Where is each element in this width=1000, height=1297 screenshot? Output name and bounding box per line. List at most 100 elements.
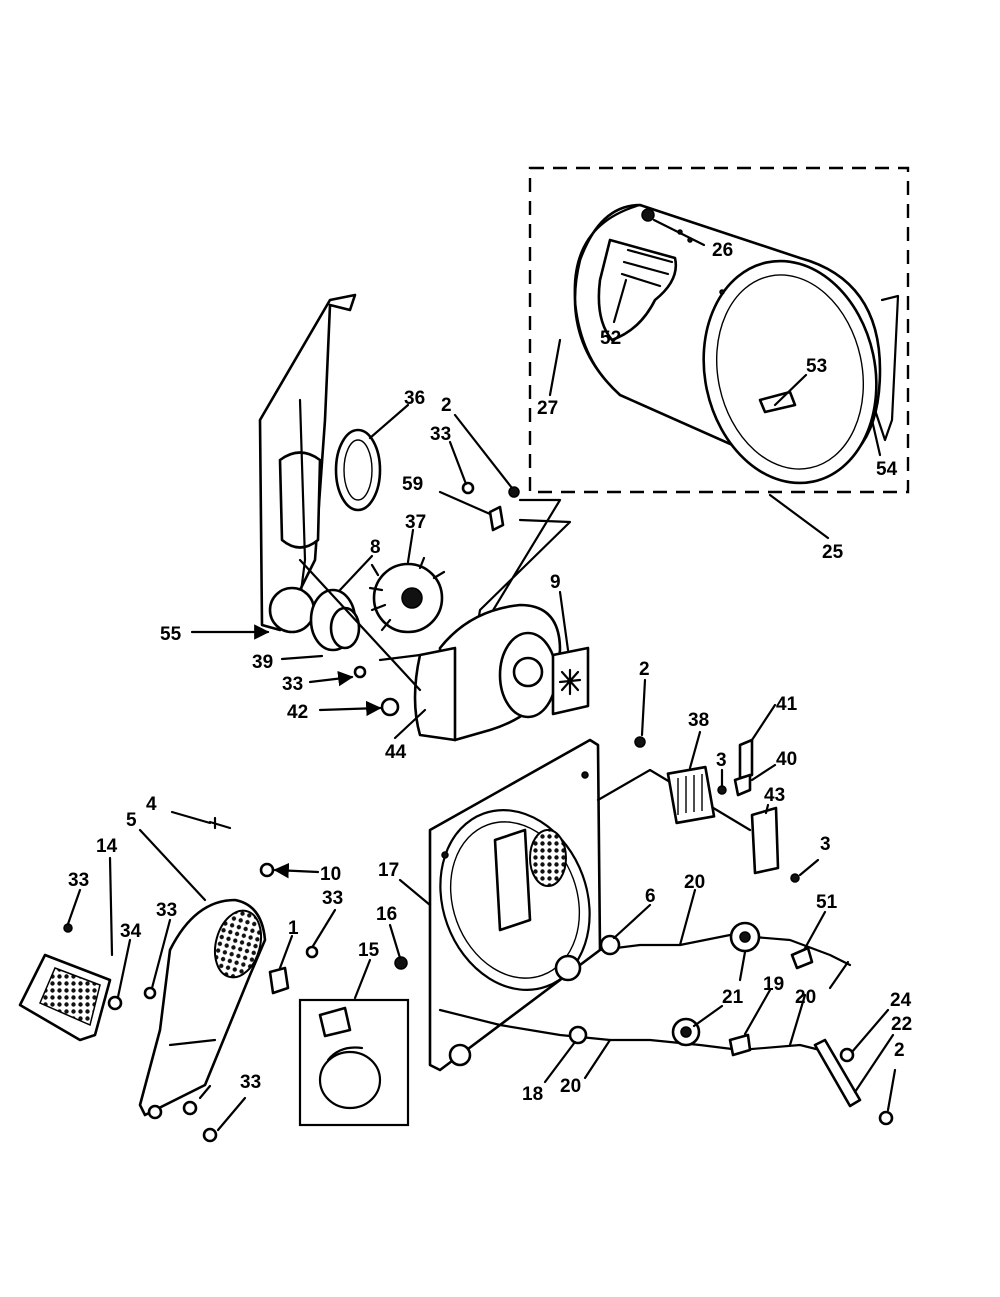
- grille-screw-33-b: [143, 986, 157, 1000]
- callout-8: 8: [370, 537, 381, 558]
- leader-37: [406, 528, 415, 564]
- leader-1: [278, 934, 294, 970]
- nut-10: [259, 862, 275, 878]
- leader-18: [543, 1040, 577, 1084]
- roller-assembly: [438, 921, 894, 1126]
- callout-3-b: 3: [820, 834, 831, 855]
- callout-41: 41: [776, 694, 798, 715]
- pin-16: [394, 956, 408, 970]
- kit-15-coil: [318, 1050, 382, 1110]
- spring-18: [568, 1025, 588, 1045]
- leader-44: [393, 708, 427, 740]
- callouts: 36 2 33 59 37 8 9 55 39 33 42 44 26 52 5…: [68, 240, 912, 1105]
- leader-3-b: [798, 858, 820, 877]
- leader-10: [273, 862, 320, 879]
- leader-38: [688, 730, 702, 770]
- cover-bottom-screw: [147, 1104, 163, 1120]
- gasket-36: [334, 428, 382, 512]
- leader-lines: [66, 218, 897, 1132]
- screw-2-lower: [878, 1110, 894, 1126]
- callout-19: 19: [763, 974, 784, 995]
- screw-33-bottom: [202, 1127, 218, 1143]
- bulkhead-ring-inner: [449, 821, 581, 979]
- cover-panel-5-hinge: [168, 1038, 217, 1100]
- screw-33-cover: [305, 945, 319, 959]
- clip-19: [728, 1033, 752, 1057]
- leader-22: [853, 1033, 895, 1094]
- leader-34: [116, 938, 132, 999]
- motor-assembly: [258, 293, 590, 742]
- leader-21-top: [738, 950, 747, 982]
- callout-43: 43: [764, 785, 785, 806]
- motor-end-bell: [413, 646, 457, 742]
- callout-33-motor: 33: [282, 674, 303, 695]
- motor-rail-link: [298, 558, 422, 692]
- callout-20-bottom: 20: [560, 1076, 581, 1097]
- callout-2-mid: 2: [639, 659, 650, 680]
- screw-2-upper: [508, 486, 520, 498]
- clip-59: [488, 505, 505, 532]
- roller-21-upper-hub: [739, 931, 751, 943]
- bulkhead-hole-b: [581, 771, 589, 779]
- leader-20-bottom: [583, 1038, 612, 1080]
- rail-22: [813, 1038, 862, 1108]
- callout-18: 18: [522, 1084, 543, 1105]
- leader-33-cover: [311, 908, 337, 948]
- callout-53: 53: [806, 356, 827, 377]
- leader-33-grille: [66, 888, 82, 926]
- drum-dashed-box: [528, 166, 910, 494]
- bulkhead-light: [448, 1043, 472, 1067]
- callout-54: 54: [876, 459, 898, 480]
- callout-38: 38: [688, 710, 709, 731]
- leader-52: [612, 278, 628, 324]
- callout-26: 26: [712, 240, 733, 261]
- callout-37: 37: [405, 512, 426, 533]
- leader-20-far: [828, 960, 850, 990]
- drum-assembly: [528, 166, 910, 494]
- bulkhead-filter: [529, 829, 567, 887]
- spring-6: [599, 934, 621, 956]
- idler-star-9: [558, 668, 582, 696]
- screw-2-mid: [634, 736, 646, 748]
- callout-16: 16: [376, 904, 397, 925]
- leader-8: [338, 554, 374, 592]
- leader-39: [280, 654, 324, 661]
- callout-33-bottom: 33: [240, 1072, 261, 1093]
- bulkhead-hole-a: [441, 851, 449, 859]
- callout-1: 1: [288, 918, 299, 939]
- callout-33-top: 33: [430, 424, 451, 445]
- callout-22: 22: [891, 1014, 912, 1035]
- motor-frame-rail: [298, 398, 307, 602]
- callout-4: 4: [146, 794, 157, 815]
- nut-24: [839, 1047, 855, 1063]
- leader-53: [773, 373, 808, 407]
- blower-wheel-37-blades: [368, 556, 446, 632]
- leader-5: [138, 828, 207, 902]
- kit-15-lead: [326, 1046, 364, 1062]
- leader-33-mid: [150, 918, 172, 990]
- callout-10: 10: [320, 864, 341, 885]
- front-left-parts: [18, 816, 319, 1143]
- callout-3-a: 3: [716, 750, 727, 771]
- callout-14: 14: [96, 836, 118, 857]
- callout-24: 24: [890, 990, 912, 1011]
- bulkhead-switch: [554, 954, 582, 982]
- screw-33-motor: [353, 665, 367, 679]
- callout-20-top: 20: [684, 872, 705, 893]
- leader-19: [743, 988, 772, 1036]
- callout-9: 9: [550, 572, 561, 593]
- callout-42: 42: [287, 702, 308, 723]
- leader-43: [764, 803, 770, 815]
- leader-2-bottom: [886, 1068, 897, 1112]
- leader-16: [388, 923, 402, 960]
- seal-55: [268, 586, 316, 634]
- bracket-43: [750, 806, 780, 875]
- clip-42: [380, 697, 400, 717]
- gasket-36-inner: [343, 439, 373, 501]
- leader-33-top: [448, 440, 468, 486]
- leader-17: [398, 878, 432, 907]
- drum-screw-26: [641, 208, 655, 222]
- motor-pulley-center: [512, 656, 544, 688]
- callout-6: 6: [645, 886, 656, 907]
